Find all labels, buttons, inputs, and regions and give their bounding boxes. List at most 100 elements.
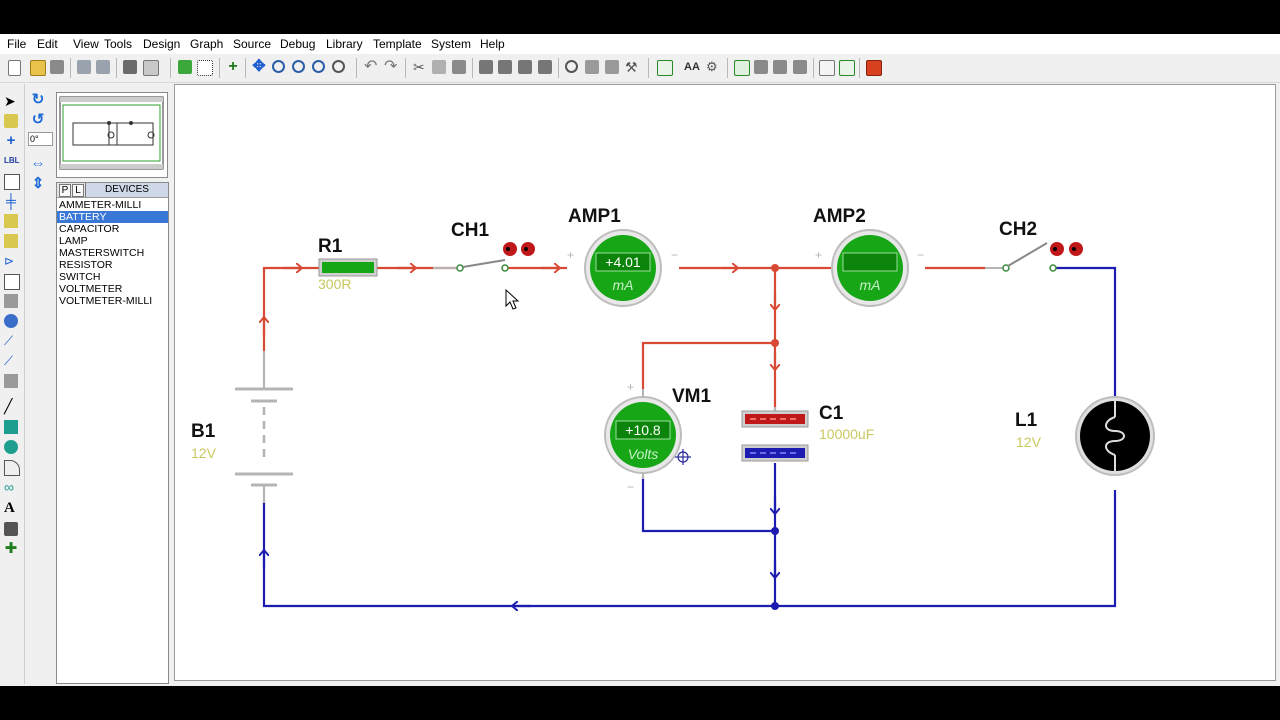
- menu-debug[interactable]: Debug: [280, 37, 316, 51]
- arc-tool-icon[interactable]: [4, 460, 20, 476]
- redo-icon[interactable]: ↷: [384, 58, 398, 75]
- electrical-rule-check-icon[interactable]: [839, 60, 855, 76]
- text-tool-icon[interactable]: A: [4, 500, 15, 516]
- menu-system[interactable]: System: [431, 37, 472, 51]
- device-pins-icon[interactable]: ⊳: [4, 254, 15, 268]
- ammeter-amp2[interactable]: mA + −: [815, 229, 924, 307]
- menu-source[interactable]: Source: [233, 37, 272, 51]
- capacitor-c1[interactable]: [741, 407, 809, 462]
- list-item[interactable]: BATTERY: [57, 211, 168, 223]
- paste-icon[interactable]: [452, 60, 466, 74]
- export-icon[interactable]: [96, 60, 110, 74]
- exit-to-parent-icon[interactable]: [773, 60, 787, 74]
- zoom-out-icon[interactable]: [292, 60, 305, 73]
- block-move-icon[interactable]: [498, 60, 512, 74]
- menu-template[interactable]: Template: [373, 37, 422, 51]
- rotation-angle-field[interactable]: 0°: [28, 132, 53, 146]
- block-rotate-icon[interactable]: [518, 60, 532, 74]
- list-item[interactable]: VOLTMETER: [59, 283, 123, 295]
- property-tool-icon[interactable]: ⚙: [706, 59, 718, 74]
- text-script-icon[interactable]: [4, 174, 20, 190]
- box-tool-icon[interactable]: [4, 420, 18, 434]
- wire-label-icon[interactable]: LBL: [4, 156, 20, 165]
- print-icon[interactable]: [123, 60, 137, 74]
- selection-mode-icon[interactable]: ➤: [4, 93, 16, 109]
- lamp-l1[interactable]: [1075, 396, 1155, 476]
- list-item[interactable]: VOLTMETER-MILLI: [59, 295, 153, 307]
- component-mode-icon[interactable]: [4, 114, 18, 128]
- buses-icon[interactable]: ╪: [6, 193, 16, 209]
- circle-tool-icon[interactable]: [4, 440, 18, 454]
- symbol-tool-icon[interactable]: [4, 522, 18, 536]
- list-item[interactable]: MASTERSWITCH: [59, 247, 145, 259]
- remove-sheet-icon[interactable]: [754, 60, 768, 74]
- grid-icon[interactable]: [197, 60, 213, 76]
- wire-autorouter-icon[interactable]: [657, 60, 673, 76]
- pan-icon[interactable]: ✥: [252, 58, 266, 75]
- junction-dot-icon[interactable]: +: [6, 132, 16, 149]
- make-device-icon[interactable]: [585, 60, 599, 74]
- switch-ch1[interactable]: [433, 259, 509, 272]
- menu-view[interactable]: View: [73, 37, 99, 51]
- copy-icon[interactable]: [432, 60, 446, 74]
- virtual-instruments-icon[interactable]: [4, 374, 18, 388]
- resistor-r1[interactable]: [318, 258, 378, 277]
- print-area-icon[interactable]: [143, 60, 159, 76]
- zoom-area-icon[interactable]: [332, 60, 345, 73]
- list-item[interactable]: AMMETER-MILLI: [59, 199, 142, 211]
- subcircuit-icon[interactable]: [4, 214, 18, 228]
- list-item[interactable]: SWITCH: [59, 271, 101, 283]
- path-tool-icon[interactable]: ∞: [4, 479, 14, 495]
- menu-edit[interactable]: Edit: [37, 37, 58, 51]
- bill-of-materials-icon[interactable]: [819, 60, 835, 76]
- cut-icon[interactable]: ✂: [413, 59, 425, 75]
- menu-library[interactable]: Library: [326, 37, 363, 51]
- ch1-click-leds[interactable]: [503, 242, 535, 256]
- rotate-clockwise-icon[interactable]: ↻: [31, 91, 45, 108]
- zoom-in-icon[interactable]: [272, 60, 285, 73]
- origin-icon[interactable]: +: [228, 58, 238, 75]
- refresh-icon[interactable]: [178, 60, 192, 74]
- pick-devices-button[interactable]: P: [59, 184, 71, 197]
- mirror-vertical-icon[interactable]: ⇕: [31, 175, 45, 192]
- goto-sheet-icon[interactable]: [793, 60, 807, 74]
- battery-b1[interactable]: [235, 351, 293, 503]
- zoom-all-icon[interactable]: [312, 60, 325, 73]
- schematic-editor-canvas[interactable]: B1 12V R1 300R CH1: [174, 84, 1276, 681]
- menu-design[interactable]: Design: [143, 37, 181, 51]
- generator-icon[interactable]: [4, 314, 18, 328]
- switch-ch2[interactable]: [985, 242, 1057, 272]
- menu-graph[interactable]: Graph: [190, 37, 224, 51]
- decompose-icon[interactable]: ⚒: [625, 59, 638, 75]
- ammeter-amp1[interactable]: +4.01 mA + −: [567, 229, 678, 307]
- save-icon[interactable]: [50, 60, 64, 74]
- pick-device-icon[interactable]: [565, 60, 578, 73]
- list-item[interactable]: LAMP: [59, 235, 88, 247]
- terminals-icon[interactable]: [4, 234, 18, 248]
- current-probe-icon[interactable]: ⟋: [4, 353, 14, 368]
- ch2-click-leds[interactable]: [1050, 242, 1083, 256]
- tape-recorder-icon[interactable]: [4, 294, 18, 308]
- mirror-horizontal-icon[interactable]: ⇔: [30, 155, 46, 172]
- rotate-anticlockwise-icon[interactable]: ↺: [31, 111, 45, 128]
- list-item[interactable]: CAPACITOR: [59, 223, 120, 235]
- import-icon[interactable]: [77, 60, 91, 74]
- new-sheet-icon[interactable]: [734, 60, 750, 76]
- search-tag-icon[interactable]: AA: [684, 61, 700, 73]
- voltage-probe-icon[interactable]: ⟋: [4, 333, 14, 348]
- block-copy-icon[interactable]: [479, 60, 493, 74]
- block-delete-icon[interactable]: [538, 60, 552, 74]
- open-folder-icon[interactable]: [30, 60, 46, 76]
- marker-tool-icon[interactable]: ✚: [4, 540, 18, 557]
- netlist-to-ares-icon[interactable]: [866, 60, 882, 76]
- voltmeter-vm1[interactable]: +10.8 Volts + −: [604, 380, 682, 494]
- graph-icon[interactable]: [4, 274, 20, 290]
- menu-help[interactable]: Help: [480, 37, 505, 51]
- packaging-tool-icon[interactable]: [605, 60, 619, 74]
- line-tool-icon[interactable]: ╱: [4, 398, 13, 414]
- menu-tools[interactable]: Tools: [104, 37, 133, 51]
- menu-file[interactable]: File: [7, 37, 27, 51]
- library-manager-button[interactable]: L: [72, 184, 84, 197]
- undo-icon[interactable]: ↶: [364, 58, 378, 75]
- list-item[interactable]: RESISTOR: [59, 259, 113, 271]
